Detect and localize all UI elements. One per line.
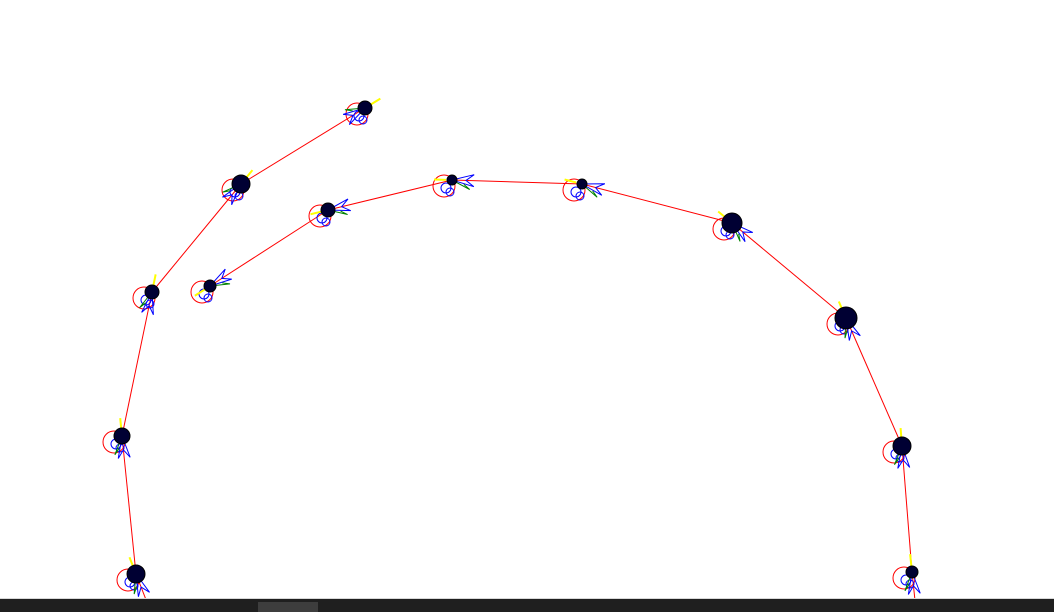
fin-blue [897, 445, 911, 469]
agent-body [357, 100, 373, 116]
outer-chain-link [121, 435, 137, 575]
horizontal-scrollbar[interactable] [0, 598, 1054, 612]
fin-yellow [152, 274, 157, 287]
agent-body [905, 565, 919, 579]
agent-body [834, 306, 858, 330]
sensor-circle-inner [445, 187, 455, 197]
fin-blue [327, 198, 351, 212]
fin-blue [222, 183, 242, 205]
outer-chain-link [121, 291, 153, 437]
inner-chain-link [845, 317, 903, 447]
fin-yellow [369, 97, 381, 106]
agent-body [126, 564, 146, 584]
sensor-circle-inner [203, 293, 213, 303]
fin-blue [731, 222, 753, 242]
inner-chain-link [327, 179, 453, 211]
fin-blue [907, 571, 921, 595]
agent-body [446, 174, 458, 186]
outer-chain-link [240, 107, 366, 185]
fin-green [581, 183, 598, 198]
inner-chain-link [731, 222, 847, 319]
sensor-circle-inner [905, 579, 915, 589]
fin-yellow [564, 178, 577, 184]
inner-chain-link [581, 183, 733, 224]
scrollbar-thumb[interactable] [258, 602, 318, 612]
fin-blue [451, 174, 475, 188]
fin-blue [845, 317, 861, 341]
agent-body [203, 279, 217, 293]
inner-chain-link [209, 209, 329, 287]
fin-blue [141, 291, 154, 315]
agent-body [892, 436, 912, 456]
fin-blue [117, 435, 131, 459]
fin-yellow [310, 210, 323, 216]
sensor-circle-outer [190, 280, 214, 304]
fin-green [904, 571, 913, 592]
sensor-circle-outer [432, 174, 456, 198]
fin-blue [209, 268, 232, 287]
fin-blue [581, 183, 605, 196]
sensor-circle-outer [562, 178, 586, 202]
agent-body [231, 174, 251, 194]
fin-yellow [194, 288, 206, 297]
agent-body [113, 427, 131, 445]
fin-blue [342, 107, 366, 125]
inner-chain-link [451, 179, 583, 185]
agent-body [320, 202, 336, 218]
fin-green [209, 282, 231, 287]
sensor-circle-inner [358, 115, 368, 125]
fin-green [451, 179, 471, 190]
fin-yellow [909, 553, 913, 567]
agent-body [576, 178, 588, 190]
sensor-circle-inner [575, 191, 585, 201]
outer-chain-link [151, 183, 242, 293]
sensor-circle-inner [321, 217, 331, 227]
sensor-circle-outer [892, 566, 916, 590]
simulation-canvas [102, 97, 921, 598]
agent-body [721, 212, 743, 234]
fin-blue [135, 573, 150, 597]
inner-chain-link [901, 445, 913, 573]
agent-body [144, 284, 160, 300]
